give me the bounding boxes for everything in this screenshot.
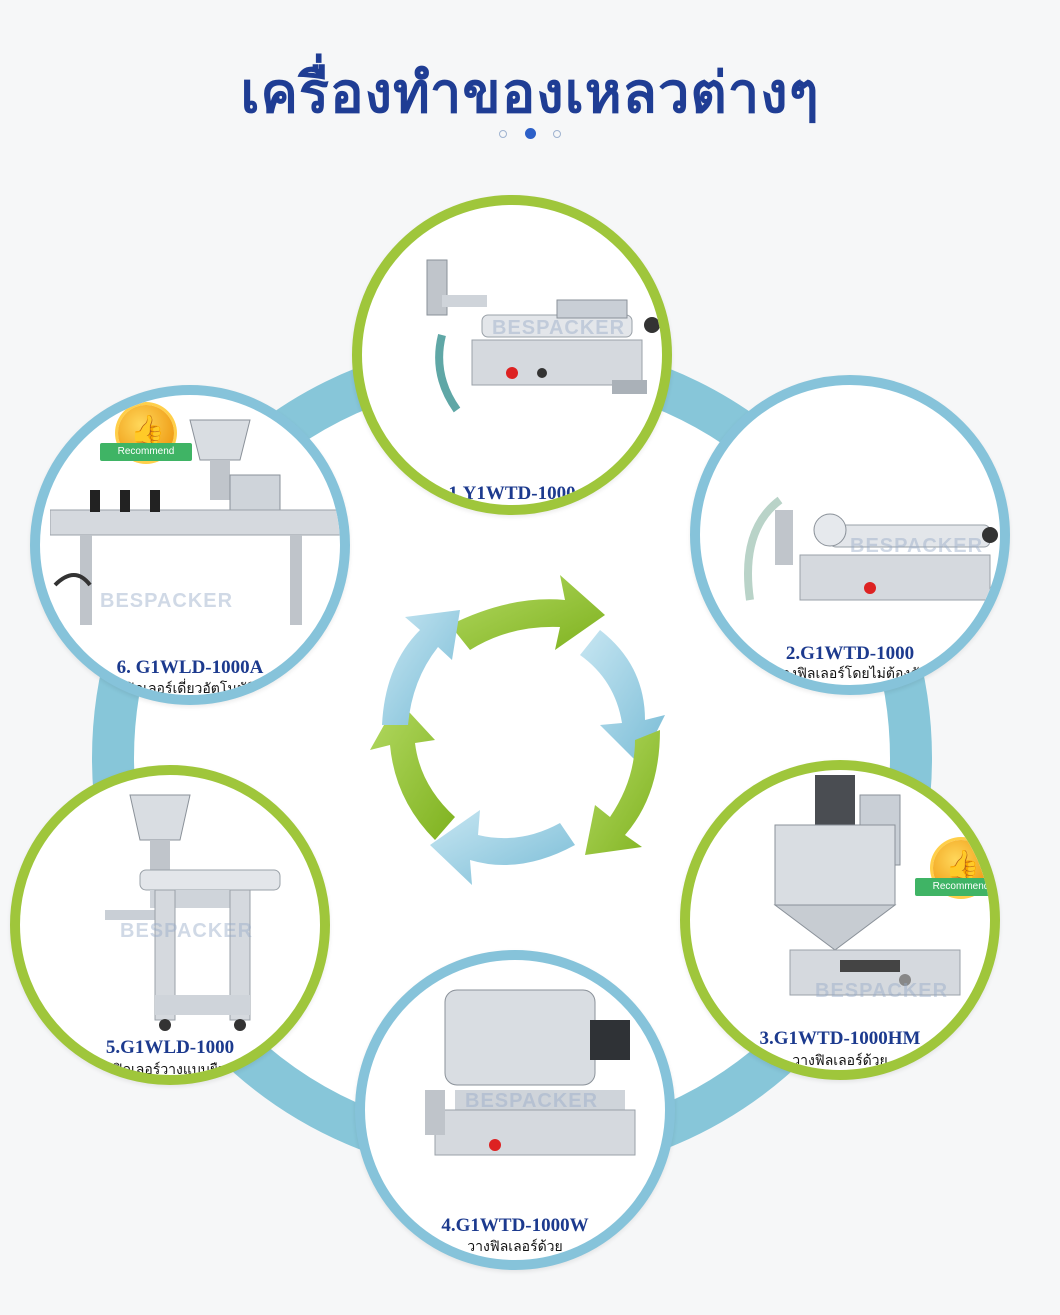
machine-card-2[interactable]: BESPACKER 2.G1WTD-1000 วางฟิลเลอร์โดยไม่… (690, 375, 1010, 695)
machine-card-1[interactable]: BESPACKER 1.Y1WTD-1000 ฟิลเลอร์เหลว (352, 195, 672, 515)
machine-card-3[interactable]: 👍 Recommend BESPACKER 3.G1WTD-1000HM วาง… (680, 760, 1000, 1080)
machine-card-6[interactable]: 👍 Recommend BESPACKER 6. G1WLD-1000A ฟิล… (30, 385, 350, 705)
arrow-top (450, 575, 605, 650)
machine-model: 5.G1WLD-1000 (105, 1037, 235, 1058)
thumbs-up-icon: 👍 (945, 848, 980, 881)
standing-filler-machine-image (105, 794, 281, 1031)
machine-desc-line2: ถังผสมแนวนอน (467, 1257, 563, 1270)
slider-dot-1[interactable] (499, 129, 508, 138)
heater-mixer-filler-machine-image (773, 775, 961, 996)
recommend-badge: 👍 Recommend (100, 405, 192, 485)
machine-desc: วางฟิลเลอร์โดยไม่ต้องถัง (774, 666, 926, 682)
watermark: BESPACKER (100, 590, 234, 612)
slider-dot-2[interactable] (524, 128, 536, 139)
watermark: BESPACKER (492, 317, 626, 339)
slider-dots (0, 123, 1060, 142)
slider-dot-3[interactable] (552, 129, 561, 138)
cycle-arrows-icon (370, 575, 665, 885)
machine-model: 4.G1WTD-1000W (441, 1215, 589, 1236)
arrow-left-lower (370, 700, 455, 840)
machine-model: 2.G1WTD-1000 (785, 643, 915, 664)
machine-desc: ฟิลเลอร์เดี่ยวอัตโนมัติ (124, 681, 256, 697)
arrow-left-upper (382, 610, 460, 725)
automatic-filler-line-machine-image (50, 419, 340, 625)
arrow-right-lower (585, 730, 660, 855)
recommend-badge: 👍 Recommend (915, 840, 990, 920)
watermark: BESPACKER (850, 535, 984, 557)
machine-card-4[interactable]: BESPACKER 4.G1WTD-1000W วางฟิลเลอร์ด้วย … (355, 950, 675, 1270)
watermark: BESPACKER (815, 980, 949, 1002)
machine-model: 3.G1WTD-1000HM (759, 1028, 921, 1049)
machine-card-5[interactable]: BESPACKER 5.G1WLD-1000 ฟิลเลอร์วางแบบยืน (10, 765, 330, 1085)
page-title: เครื่องทำของเหลวต่างๆ (240, 61, 820, 126)
tabletop-filler-machine-image (744, 496, 998, 601)
arrow-right-upper (580, 630, 665, 765)
horizontal-mixer-filler-machine-image (425, 989, 636, 1156)
liquid-filler-machine-image (426, 259, 660, 413)
machine-model: 6. G1WLD-1000A (116, 657, 264, 678)
thumbs-up-icon: 👍 (130, 413, 165, 446)
machine-desc: วางฟิลเลอร์ด้วย (467, 1239, 563, 1255)
machine-desc: ฟิลเลอร์วางแบบยืน (112, 1062, 228, 1078)
watermark: BESPACKER (465, 1090, 599, 1112)
machine-desc: วางฟิลเลอร์ด้วย (792, 1053, 888, 1069)
machine-model: 1.Y1WTD-1000 (448, 483, 576, 504)
watermark: BESPACKER (120, 920, 254, 942)
arrow-bottom (430, 810, 575, 885)
